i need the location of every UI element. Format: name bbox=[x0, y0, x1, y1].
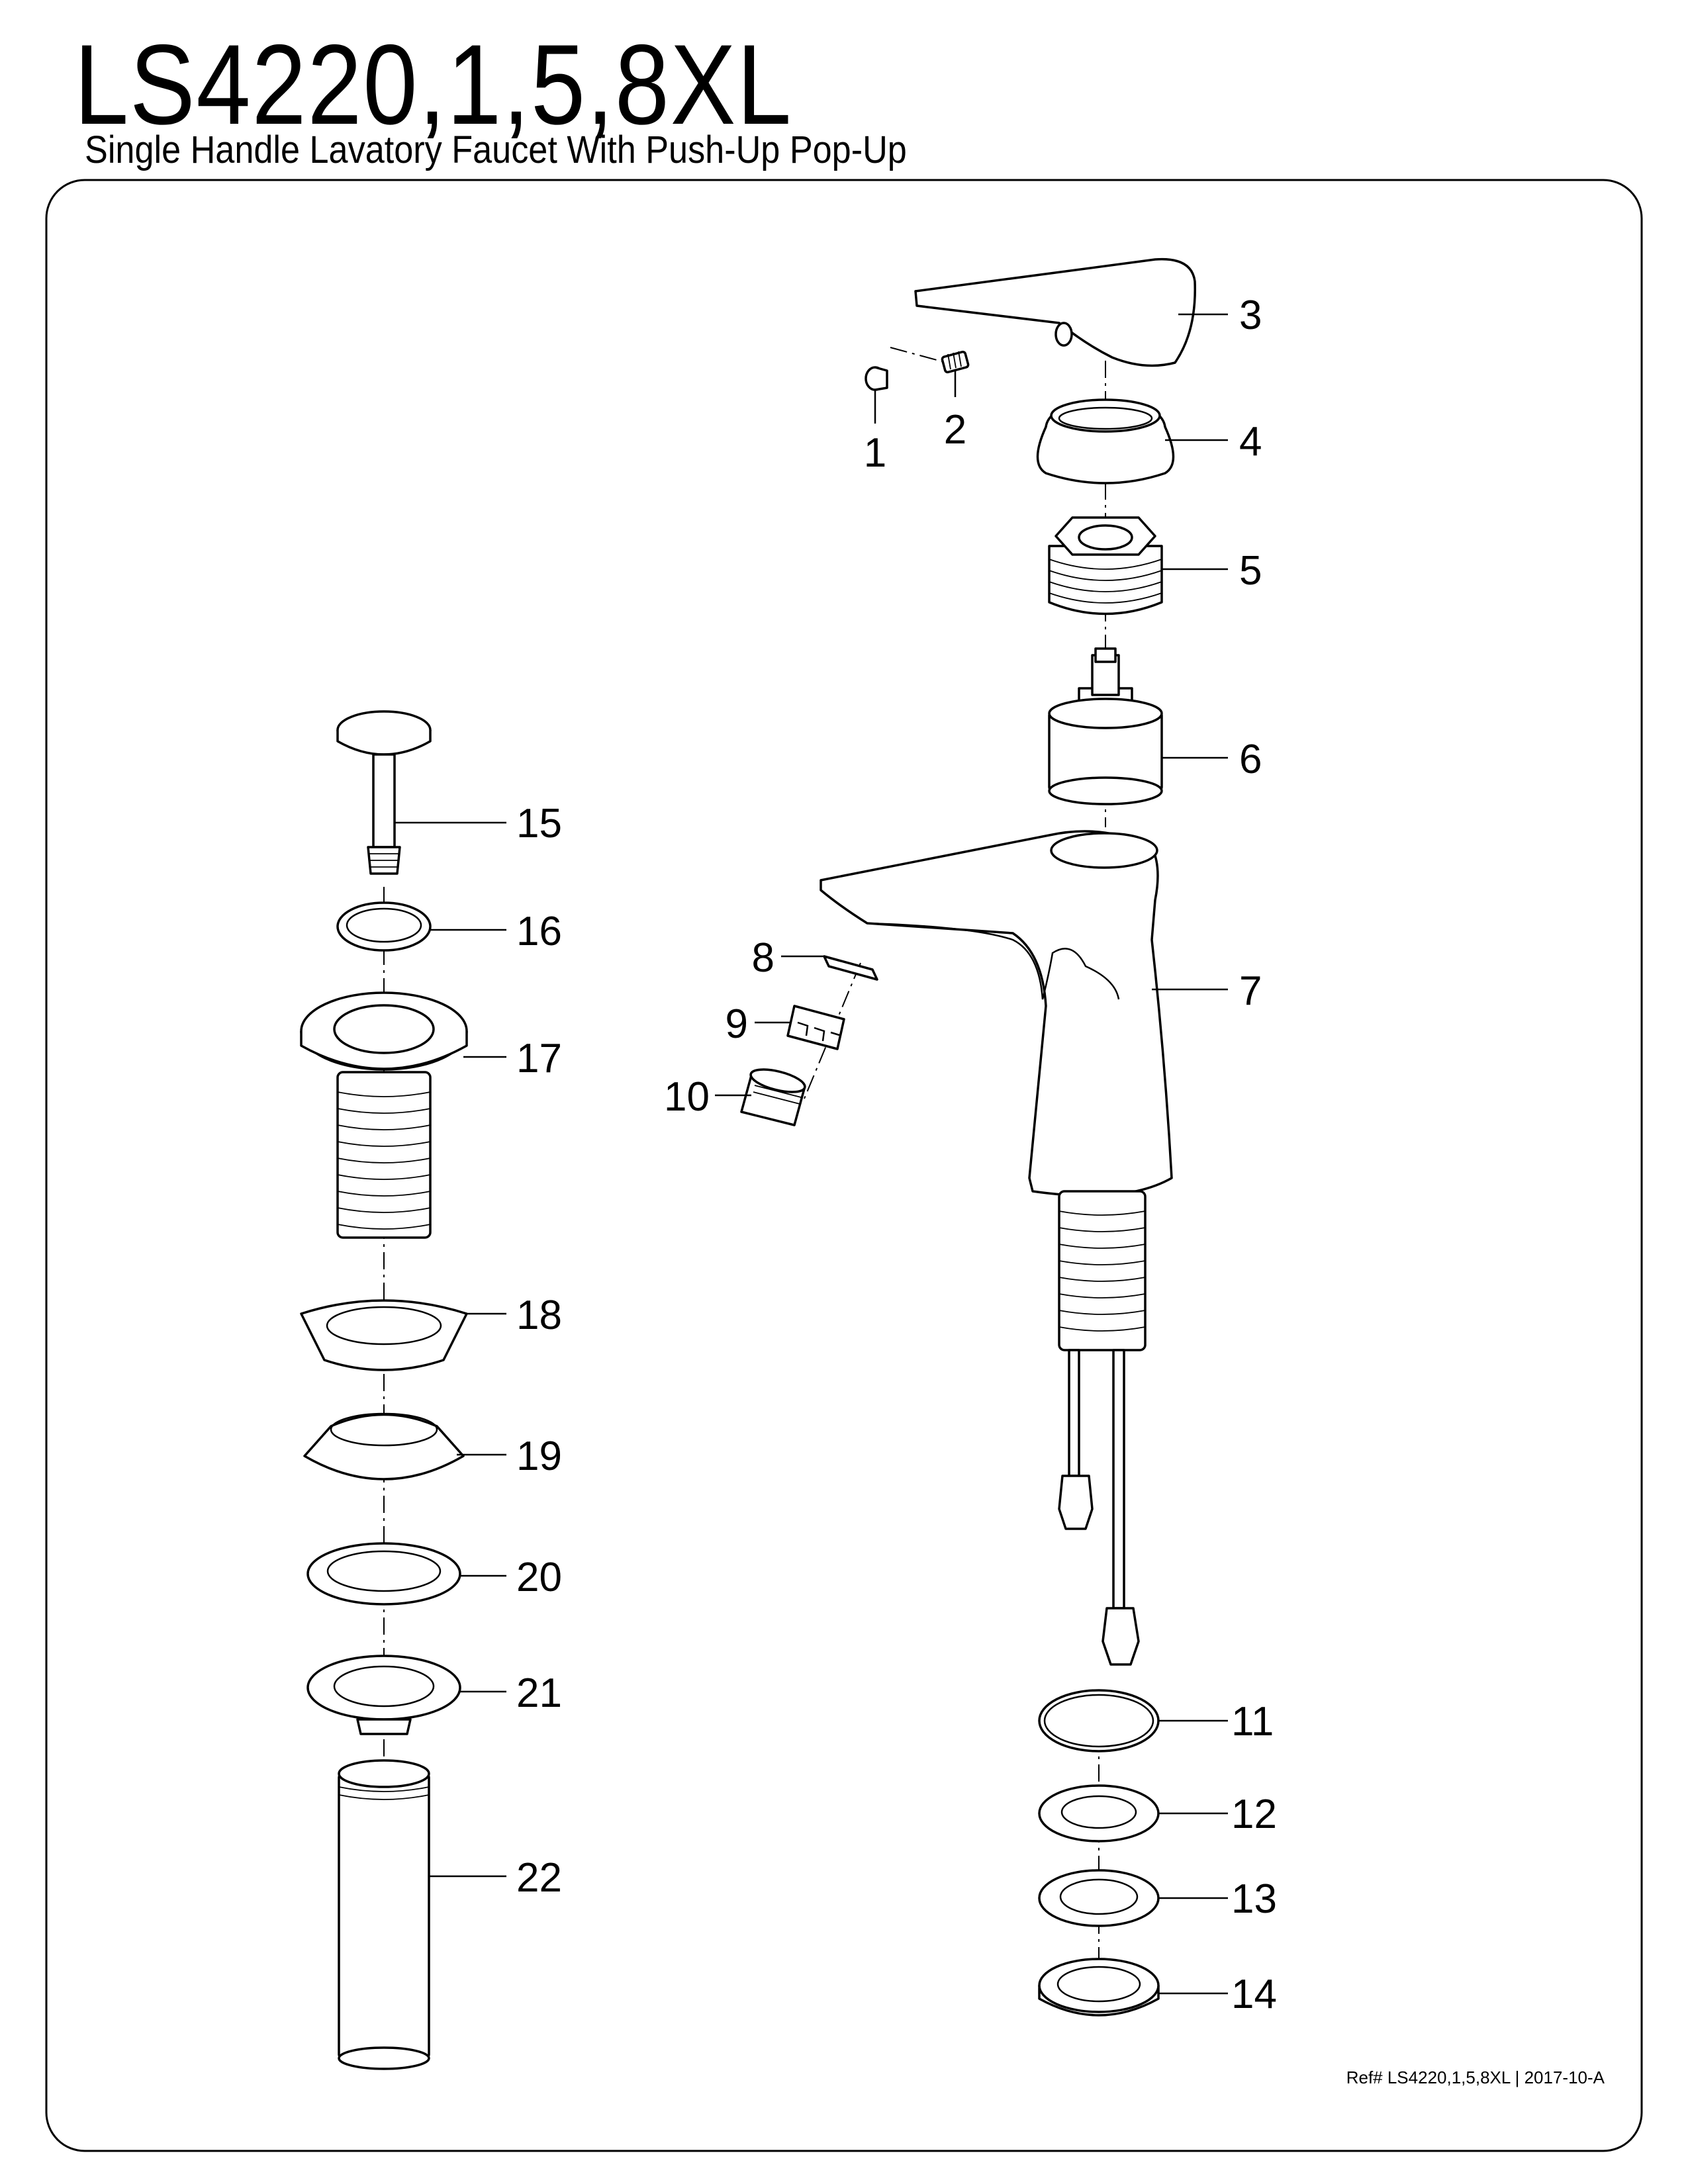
callout-6: 6 bbox=[1239, 737, 1262, 782]
part-20-friction-washer bbox=[306, 1542, 461, 1606]
callout-20: 20 bbox=[516, 1555, 562, 1600]
part-17-drain-body bbox=[300, 991, 468, 1239]
callout-11: 11 bbox=[1231, 1699, 1274, 1745]
callout-15: 15 bbox=[516, 801, 562, 846]
part-21-lock-nut bbox=[306, 1655, 461, 1735]
part-12-gasket bbox=[1038, 1784, 1160, 1843]
part-3-handle bbox=[914, 257, 1196, 367]
callout-9: 9 bbox=[726, 1001, 748, 1047]
part-14-lock-nut bbox=[1038, 1958, 1160, 2017]
callout-22: 22 bbox=[516, 1855, 562, 1901]
callout-2: 2 bbox=[944, 407, 966, 453]
part-13-washer bbox=[1038, 1869, 1160, 1927]
part-6-cartridge bbox=[1048, 647, 1163, 805]
callout-13: 13 bbox=[1231, 1876, 1277, 1922]
callout-1: 1 bbox=[864, 430, 886, 476]
model-title: LS4220,1,5,8XL bbox=[74, 21, 793, 148]
part-5-bonnet-nut bbox=[1048, 516, 1163, 615]
part-19-washer bbox=[303, 1412, 465, 1480]
part-22-tailpiece bbox=[338, 1759, 430, 2070]
part-9-aerator-insert bbox=[786, 1005, 845, 1050]
callout-12: 12 bbox=[1231, 1792, 1277, 1837]
callout-3: 3 bbox=[1239, 293, 1262, 338]
callout-14: 14 bbox=[1231, 1972, 1277, 2017]
part-18-gasket bbox=[300, 1299, 468, 1371]
callout-16: 16 bbox=[516, 909, 562, 954]
callout-8: 8 bbox=[752, 935, 774, 981]
part-11-o-ring bbox=[1038, 1689, 1160, 1752]
part-10-aerator-housing bbox=[740, 1068, 806, 1126]
callout-5: 5 bbox=[1239, 548, 1262, 594]
part-15-pop-up-stopper bbox=[336, 710, 432, 875]
part-2-set-screw bbox=[941, 350, 970, 374]
part-8-washer bbox=[823, 955, 878, 981]
part-4-dome-cap bbox=[1036, 398, 1175, 484]
diagram-frame bbox=[45, 179, 1643, 2152]
part-1-cap bbox=[865, 366, 888, 391]
part-7-spout-body bbox=[820, 830, 1173, 1666]
product-description: Single Handle Lavatory Faucet With Push-… bbox=[85, 128, 907, 171]
callout-10: 10 bbox=[664, 1074, 710, 1120]
callout-4: 4 bbox=[1239, 419, 1262, 465]
callout-18: 18 bbox=[516, 1293, 562, 1338]
callout-7: 7 bbox=[1239, 968, 1262, 1014]
reference-footer: Ref# LS4220,1,5,8XL | 2017-10-A bbox=[1346, 2068, 1605, 2087]
callout-17: 17 bbox=[516, 1036, 562, 1081]
part-16-ring bbox=[336, 901, 432, 952]
callout-19: 19 bbox=[516, 1433, 562, 1479]
callout-21: 21 bbox=[516, 1670, 562, 1716]
